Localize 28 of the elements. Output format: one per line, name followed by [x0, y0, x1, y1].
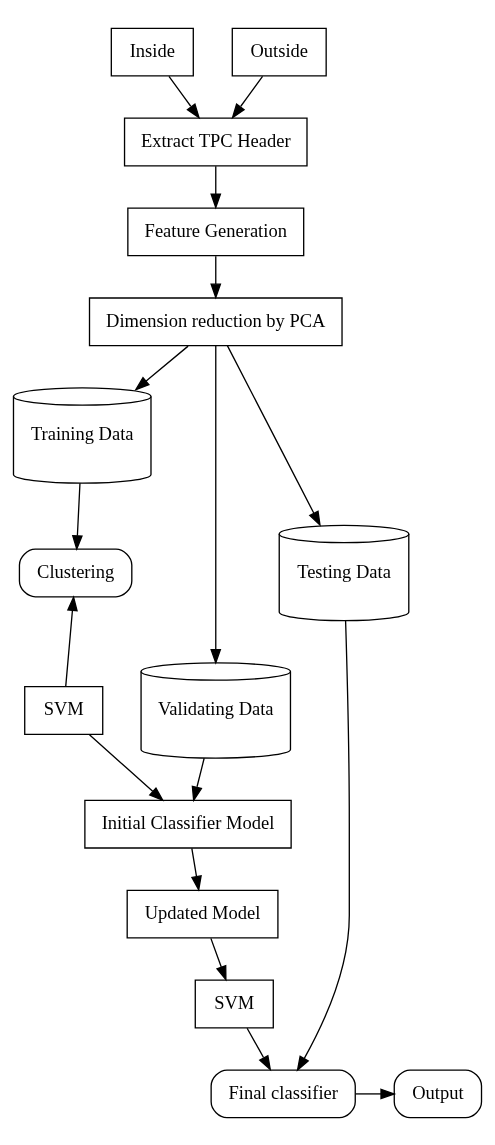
node-box: Updated Model — [126, 889, 279, 939]
arrow — [65, 594, 78, 687]
arrow — [296, 619, 350, 1072]
node-box: SVM — [24, 685, 104, 735]
arrow — [191, 757, 205, 802]
node-box: Output — [393, 1068, 483, 1118]
arrow — [88, 733, 165, 802]
arrow — [246, 1027, 272, 1071]
node-box: Final classifier — [210, 1068, 356, 1118]
arrow — [210, 255, 222, 299]
node-box: Initial Classifier Model — [84, 799, 292, 849]
arrow — [134, 344, 189, 391]
arrow — [355, 1087, 397, 1099]
node-box: Dimension reduction by PCA — [88, 296, 343, 346]
arrow — [168, 75, 201, 119]
node-box: Extract TPC Header — [123, 117, 308, 166]
arrow — [231, 75, 264, 119]
node-box: Inside — [110, 27, 194, 77]
node-box: Clustering — [18, 548, 133, 597]
arrow — [210, 344, 222, 665]
arrow — [210, 937, 227, 981]
arrow — [226, 344, 321, 527]
node-box: Feature Generation — [127, 206, 305, 256]
arrow — [71, 482, 83, 551]
node-box: SVM — [194, 979, 274, 1028]
node-box: Outside — [231, 27, 327, 77]
arrow — [190, 847, 202, 892]
arrow — [210, 165, 222, 209]
